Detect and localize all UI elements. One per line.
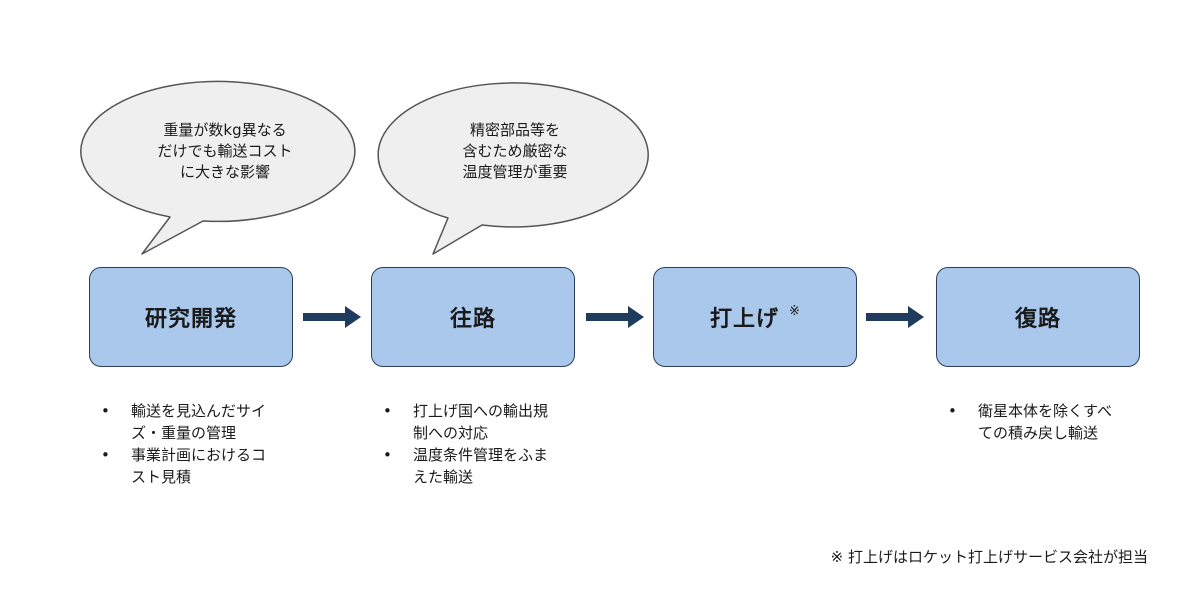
notes-outbound: 打上げ国への輸出規制への対応 温度条件管理をふまえた輸送 [383,400,558,488]
stage-launch: 打上げ ※ [653,267,857,367]
stage-outbound: 往路 [371,267,575,367]
arrow-icon [586,306,644,328]
list-item: 温度条件管理をふまえた輸送 [383,444,558,488]
bubble-text-development: 重量が数kg異なる だけでも輸送コスト に大きな影響 [157,121,293,181]
speech-bubble-shape [377,82,649,255]
stage-label: 打上げ [710,307,780,332]
stage-label: 往路 [449,307,496,332]
speech-bubble-shape [80,80,356,255]
stage-development: 研究開発 [89,267,293,367]
stage-return: 復路 [936,267,1140,367]
list-item: 事業計画におけるコスト見積 [101,444,276,488]
arrow-icon [303,306,361,328]
arrow-icon [866,306,924,328]
stage-label: 復路 [1014,307,1061,332]
list-item: 輸送を見込んだサイズ・重量の管理 [101,400,276,444]
footnote-mark: ※ [789,304,800,319]
list-item: 衛星本体を除くすべての積み戻し輸送 [948,400,1123,444]
notes-development: 輸送を見込んだサイズ・重量の管理 事業計画におけるコスト見積 [101,400,276,488]
footnote: ※ 打上げはロケット打上げサービス会社が担当 [830,548,1148,566]
list-item: 打上げ国への輸出規制への対応 [383,400,558,444]
stage-label: 研究開発 [144,307,237,332]
bubble-text-outbound: 精密部品等を 含むため厳密な 温度管理が重要 [462,121,568,181]
notes-return: 衛星本体を除くすべての積み戻し輸送 [948,400,1123,444]
